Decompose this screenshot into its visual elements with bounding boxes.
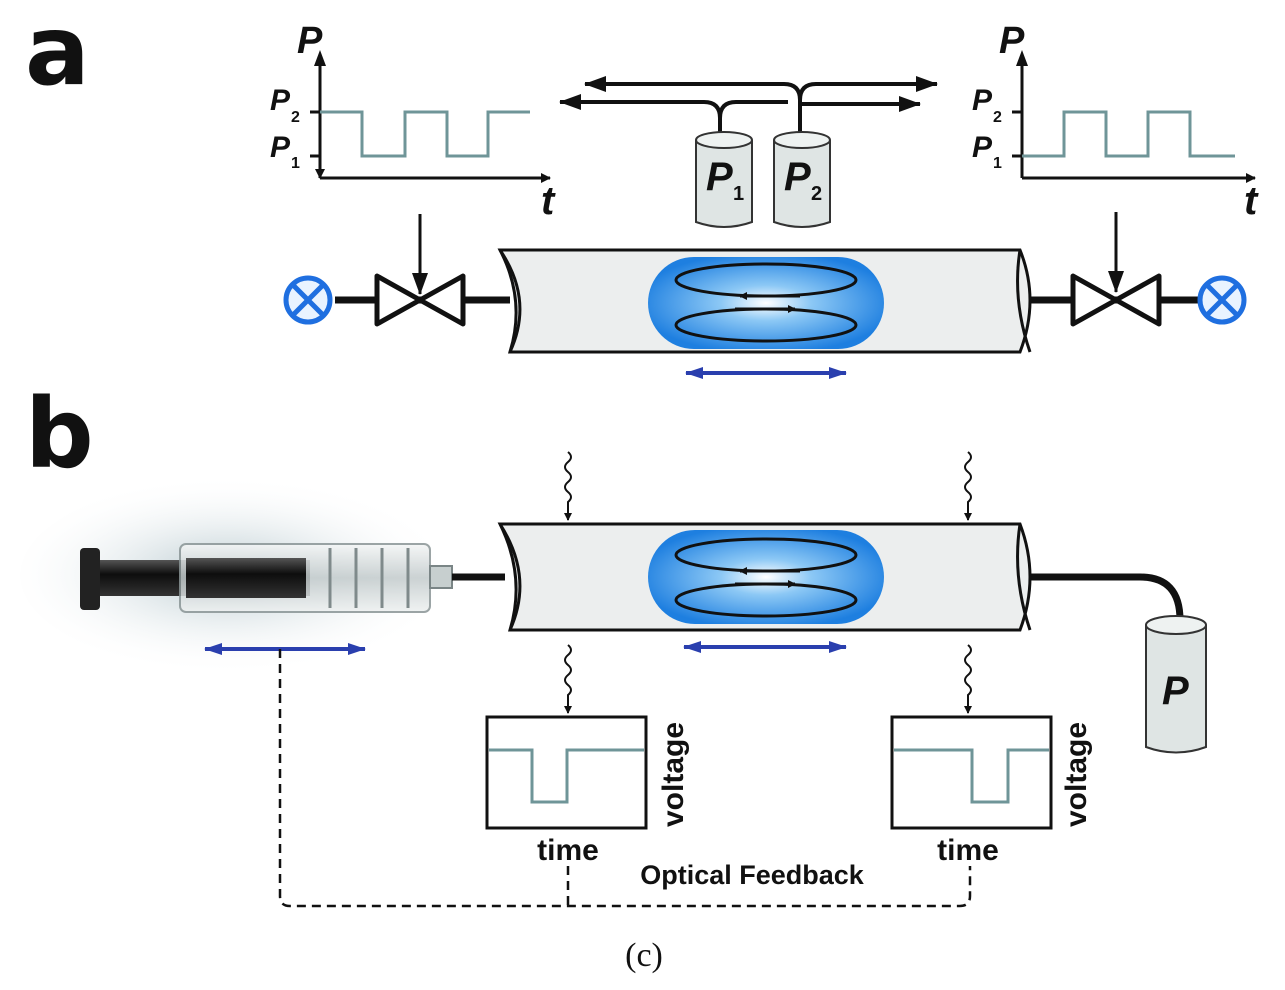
reservoir-p2-label: P [784,155,811,199]
right-pressure-plot: P t P 2 P 1 [972,20,1259,223]
oscilloscope-left-x-label: time [537,834,599,867]
channel-b [497,522,1184,653]
oscilloscope-right: time voltage [890,715,1093,867]
right-plot-x-label: t [1244,179,1259,223]
right-plot-p1-label: P [972,131,993,164]
left-end-cap-icon [283,275,333,325]
droplet-a [648,257,884,349]
left-plot-p2-label: P [270,84,291,117]
right-plot-y-label: P [999,20,1025,62]
left-plot-p1-label: P [270,131,291,164]
panel-label-a: a [25,0,90,107]
right-plot-p2-label: P [972,84,993,117]
left-valve [374,214,466,327]
oscilloscope-right-x-label: time [937,834,999,867]
right-plot-p2-sub: 2 [993,109,1002,126]
oscilloscope-right-signal [894,748,1049,804]
left-plot-signal [320,110,530,158]
feedback-label: Optical Feedback [640,860,865,890]
reservoir-p1-sub: 1 [733,183,744,205]
feedback-loop [278,649,972,908]
right-plot-p1-sub: 1 [993,155,1002,172]
reservoir-p1: P 1 [695,131,753,228]
oscilloscope-left-signal [489,748,644,804]
channel-a [335,248,1200,379]
reservoir-lines [559,76,938,132]
right-valve [1070,212,1162,327]
reservoir-p: P [1145,615,1207,754]
right-plot-signal [1022,110,1235,158]
syringe [20,475,505,675]
right-end-cap-icon [1197,275,1247,325]
reservoir-p1-label: P [706,155,733,199]
panel-label-b: b [25,378,94,490]
reservoir-p2: P 2 [773,131,831,228]
light-wiggles [564,451,972,714]
oscilloscope-left-y-label: voltage [657,722,690,827]
oscilloscope-right-y-label: voltage [1060,722,1093,827]
reservoir-p-label: P [1162,669,1189,713]
left-plot-y-arrowhead [314,50,326,66]
left-plot-p1-sub: 1 [291,155,300,172]
left-plot-p2-sub: 2 [291,109,300,126]
left-plot-x-label: t [541,179,556,223]
left-pressure-plot: P t P 2 P 1 [270,20,556,223]
right-plot-y-arrowhead [1016,50,1028,66]
oscilloscope-left: time voltage [485,715,690,867]
figure-caption: (c) [625,937,663,974]
droplet-b [648,530,884,624]
left-plot-y-label: P [297,20,323,62]
reservoir-p2-sub: 2 [811,183,822,205]
